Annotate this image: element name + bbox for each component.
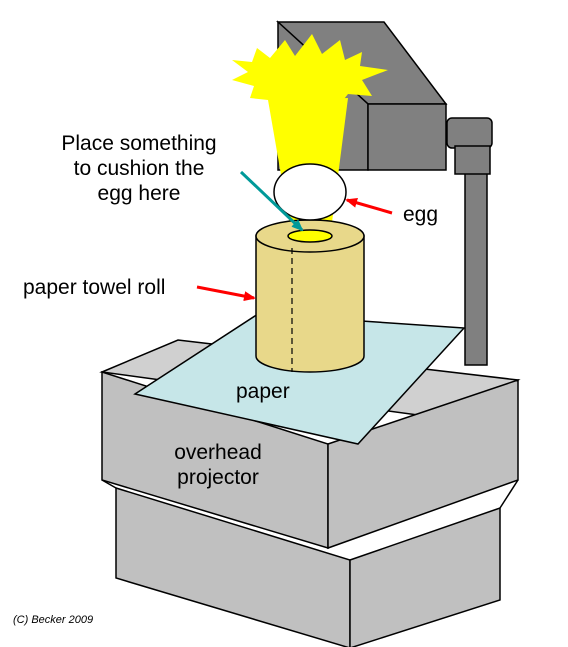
roll-arrow <box>196 285 256 302</box>
projector-label: overhead projector <box>174 441 262 489</box>
copyright-credit: (C) Becker 2009 <box>13 614 94 626</box>
cushion-arrow <box>239 170 304 232</box>
paper-sheet <box>133 313 466 445</box>
egg-label: egg <box>403 203 439 226</box>
cushion-note-label: Place something to cushion the egg here <box>61 132 217 205</box>
egg <box>273 163 347 221</box>
paper-towel-roll <box>255 219 365 373</box>
paper-towel-roll-label: paper towel roll <box>23 276 166 299</box>
projector-arm <box>446 117 493 366</box>
paper-label: paper <box>236 380 290 403</box>
egg-arrow <box>345 197 393 215</box>
